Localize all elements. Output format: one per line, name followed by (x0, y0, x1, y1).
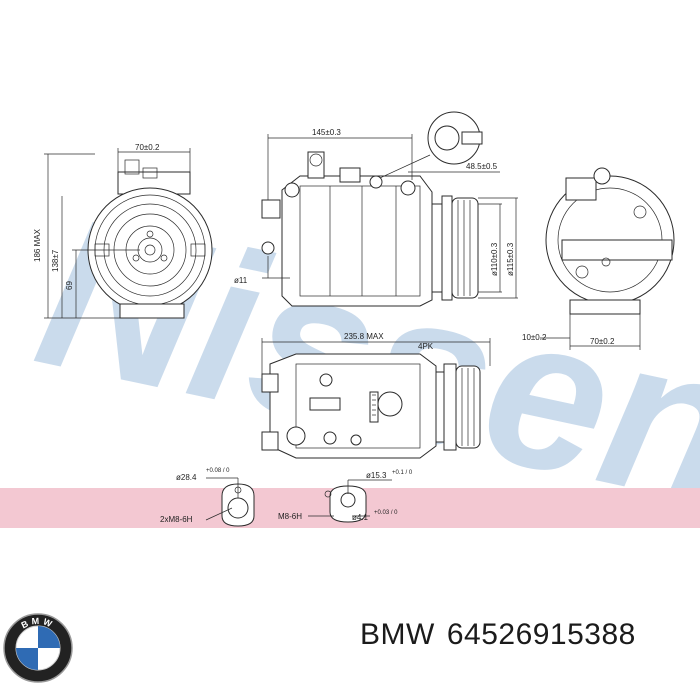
bottom-view: 235.8 MAX 4PK (261, 332, 491, 459)
dim-width-top: 70±0.2 (135, 143, 160, 152)
dim-pulley-dia-b: ø115±0.3 (506, 242, 515, 276)
dim-port-b-hole: ø4.1 (352, 513, 369, 522)
dim-pulley-offset: 48.5±0.5 (466, 162, 498, 171)
port-detail-a: ø28.4 +0.08 / 0 2xM8-6H (160, 468, 255, 527)
caption: BMW 64526915388 (360, 618, 648, 652)
dim-offset-side: 10±0.2 (522, 333, 547, 342)
dim-port-b-hole-tol: +0.03 / 0 (374, 510, 398, 516)
bmw-logo: BMW (3, 613, 73, 683)
dim-height-low: 69 (65, 281, 74, 290)
dim-port-a-thread: 2xM8-6H (160, 515, 193, 524)
port-detail-b: ø15.3 +0.1 / 0 M8-6H ø4.1 +0.03 / 0 (278, 470, 413, 523)
dim-port-a-dia-tol: +0.08 / 0 (206, 468, 230, 474)
side-view: 145±0.3 48.5±0.5 ø11 ø110±0.3 ø115±0.3 (234, 111, 518, 307)
dim-port-b-thread: M8-6H (278, 512, 302, 521)
logo-letters: BMW (20, 616, 57, 631)
dim-belt: 4PK (418, 342, 434, 351)
dim-width-side: 70±0.2 (590, 337, 615, 346)
dim-port-a-dia: ø28.4 (176, 473, 197, 482)
dim-length-top: 145±0.3 (312, 128, 341, 137)
dim-hole-dia: ø11 (234, 276, 248, 285)
front-view: 70±0.2 186 MAX 138±7 69 (33, 143, 213, 319)
caption-part-number: 64526915388 (446, 618, 636, 651)
dim-port-b-dia: ø15.3 (366, 471, 387, 480)
dim-pulley-dia-a: ø110±0.3 (490, 242, 499, 276)
caption-brand: BMW (360, 618, 435, 651)
dim-height-max: 186 MAX (33, 228, 42, 262)
dim-port-b-dia-tol: +0.1 / 0 (392, 470, 413, 476)
dim-height-mid: 138±7 (51, 249, 60, 272)
rear-view: 70±0.2 10±0.2 (522, 167, 675, 350)
dim-total-length: 235.8 MAX (344, 332, 384, 341)
